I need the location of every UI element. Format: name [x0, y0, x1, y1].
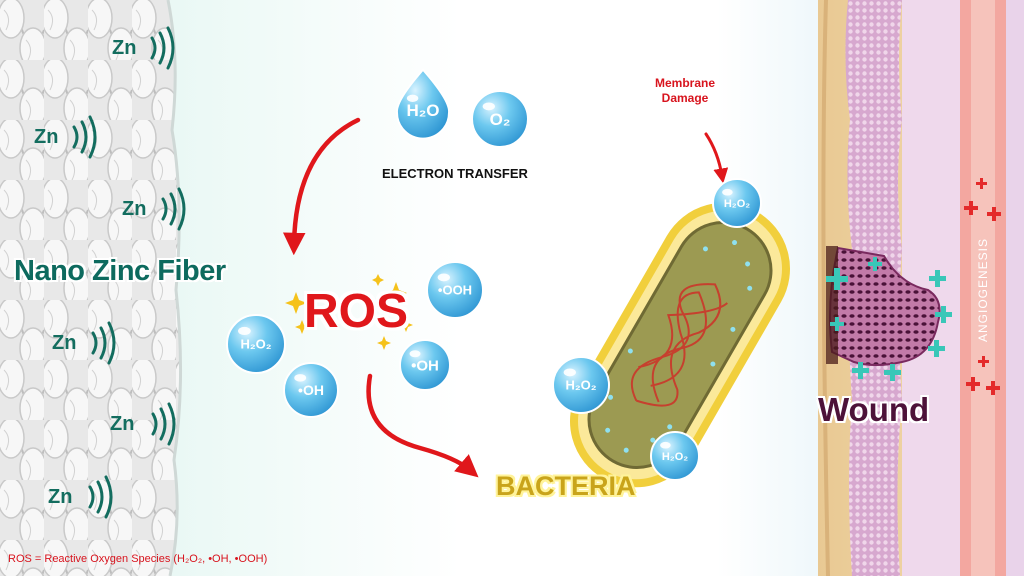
zinc-waves	[72, 26, 186, 519]
zn-label: Zn	[110, 413, 135, 435]
molecule-droplet: •OH	[399, 339, 451, 391]
molecule-droplet: O₂	[471, 90, 529, 148]
zn-label: Zn	[52, 332, 77, 354]
molecule-label: H₂O₂	[724, 198, 750, 210]
bacteria-label: BACTERIA	[496, 471, 636, 501]
molecule-label: •OOH	[438, 283, 472, 298]
molecule-droplet: •OOH	[426, 261, 484, 319]
droplet-layer: H₂O O₂ H₂O₂ •OH •OOH •OH H₂O₂ H₂O₂ H₂O₂	[226, 68, 762, 481]
zn-label: Zn	[48, 486, 73, 508]
nano-zinc-fiber-title: Nano Zinc Fiber	[14, 255, 226, 287]
molecule-droplet: H₂O₂	[650, 431, 700, 481]
ros-label: ROS	[304, 285, 409, 338]
process-arrows	[282, 117, 729, 478]
footnote: ROS = Reactive Oxygen Species (H₂O₂, •OH…	[8, 553, 268, 565]
bacteria-dna	[631, 283, 728, 407]
zinc-fiber-mat	[0, 0, 183, 576]
molecule-label: •OH	[411, 357, 439, 374]
zn-label: Zn	[122, 198, 147, 220]
membrane-damage-label: Membrane Damage	[654, 76, 716, 105]
molecule-droplet: H₂O₂	[712, 178, 762, 228]
zn-label: Zn	[112, 37, 137, 59]
wound-label: Wound	[818, 391, 930, 428]
molecule-label: H₂O₂	[662, 451, 688, 463]
molecule-label: H₂O₂	[565, 378, 596, 393]
molecule-label: O₂	[490, 110, 511, 129]
angiogenesis-crosses	[964, 178, 1001, 395]
ros-sparkles	[285, 274, 413, 350]
molecule-droplet: H₂O	[395, 68, 451, 140]
electron-transfer-label: ELECTRON TRANSFER	[382, 166, 528, 181]
molecule-droplet: H₂O₂	[552, 356, 610, 414]
zn-label: Zn	[34, 126, 59, 148]
molecule-label: H₂O	[406, 101, 439, 120]
bacterium	[570, 202, 790, 488]
molecule-label: H₂O₂	[240, 337, 271, 352]
molecule-label: •OH	[298, 382, 324, 398]
molecule-droplet: H₂O₂	[226, 314, 286, 374]
healing-crosses	[826, 257, 952, 381]
angiogenesis-label: ANGIOGENESIS	[976, 237, 990, 343]
molecule-droplet: •OH	[283, 362, 339, 418]
